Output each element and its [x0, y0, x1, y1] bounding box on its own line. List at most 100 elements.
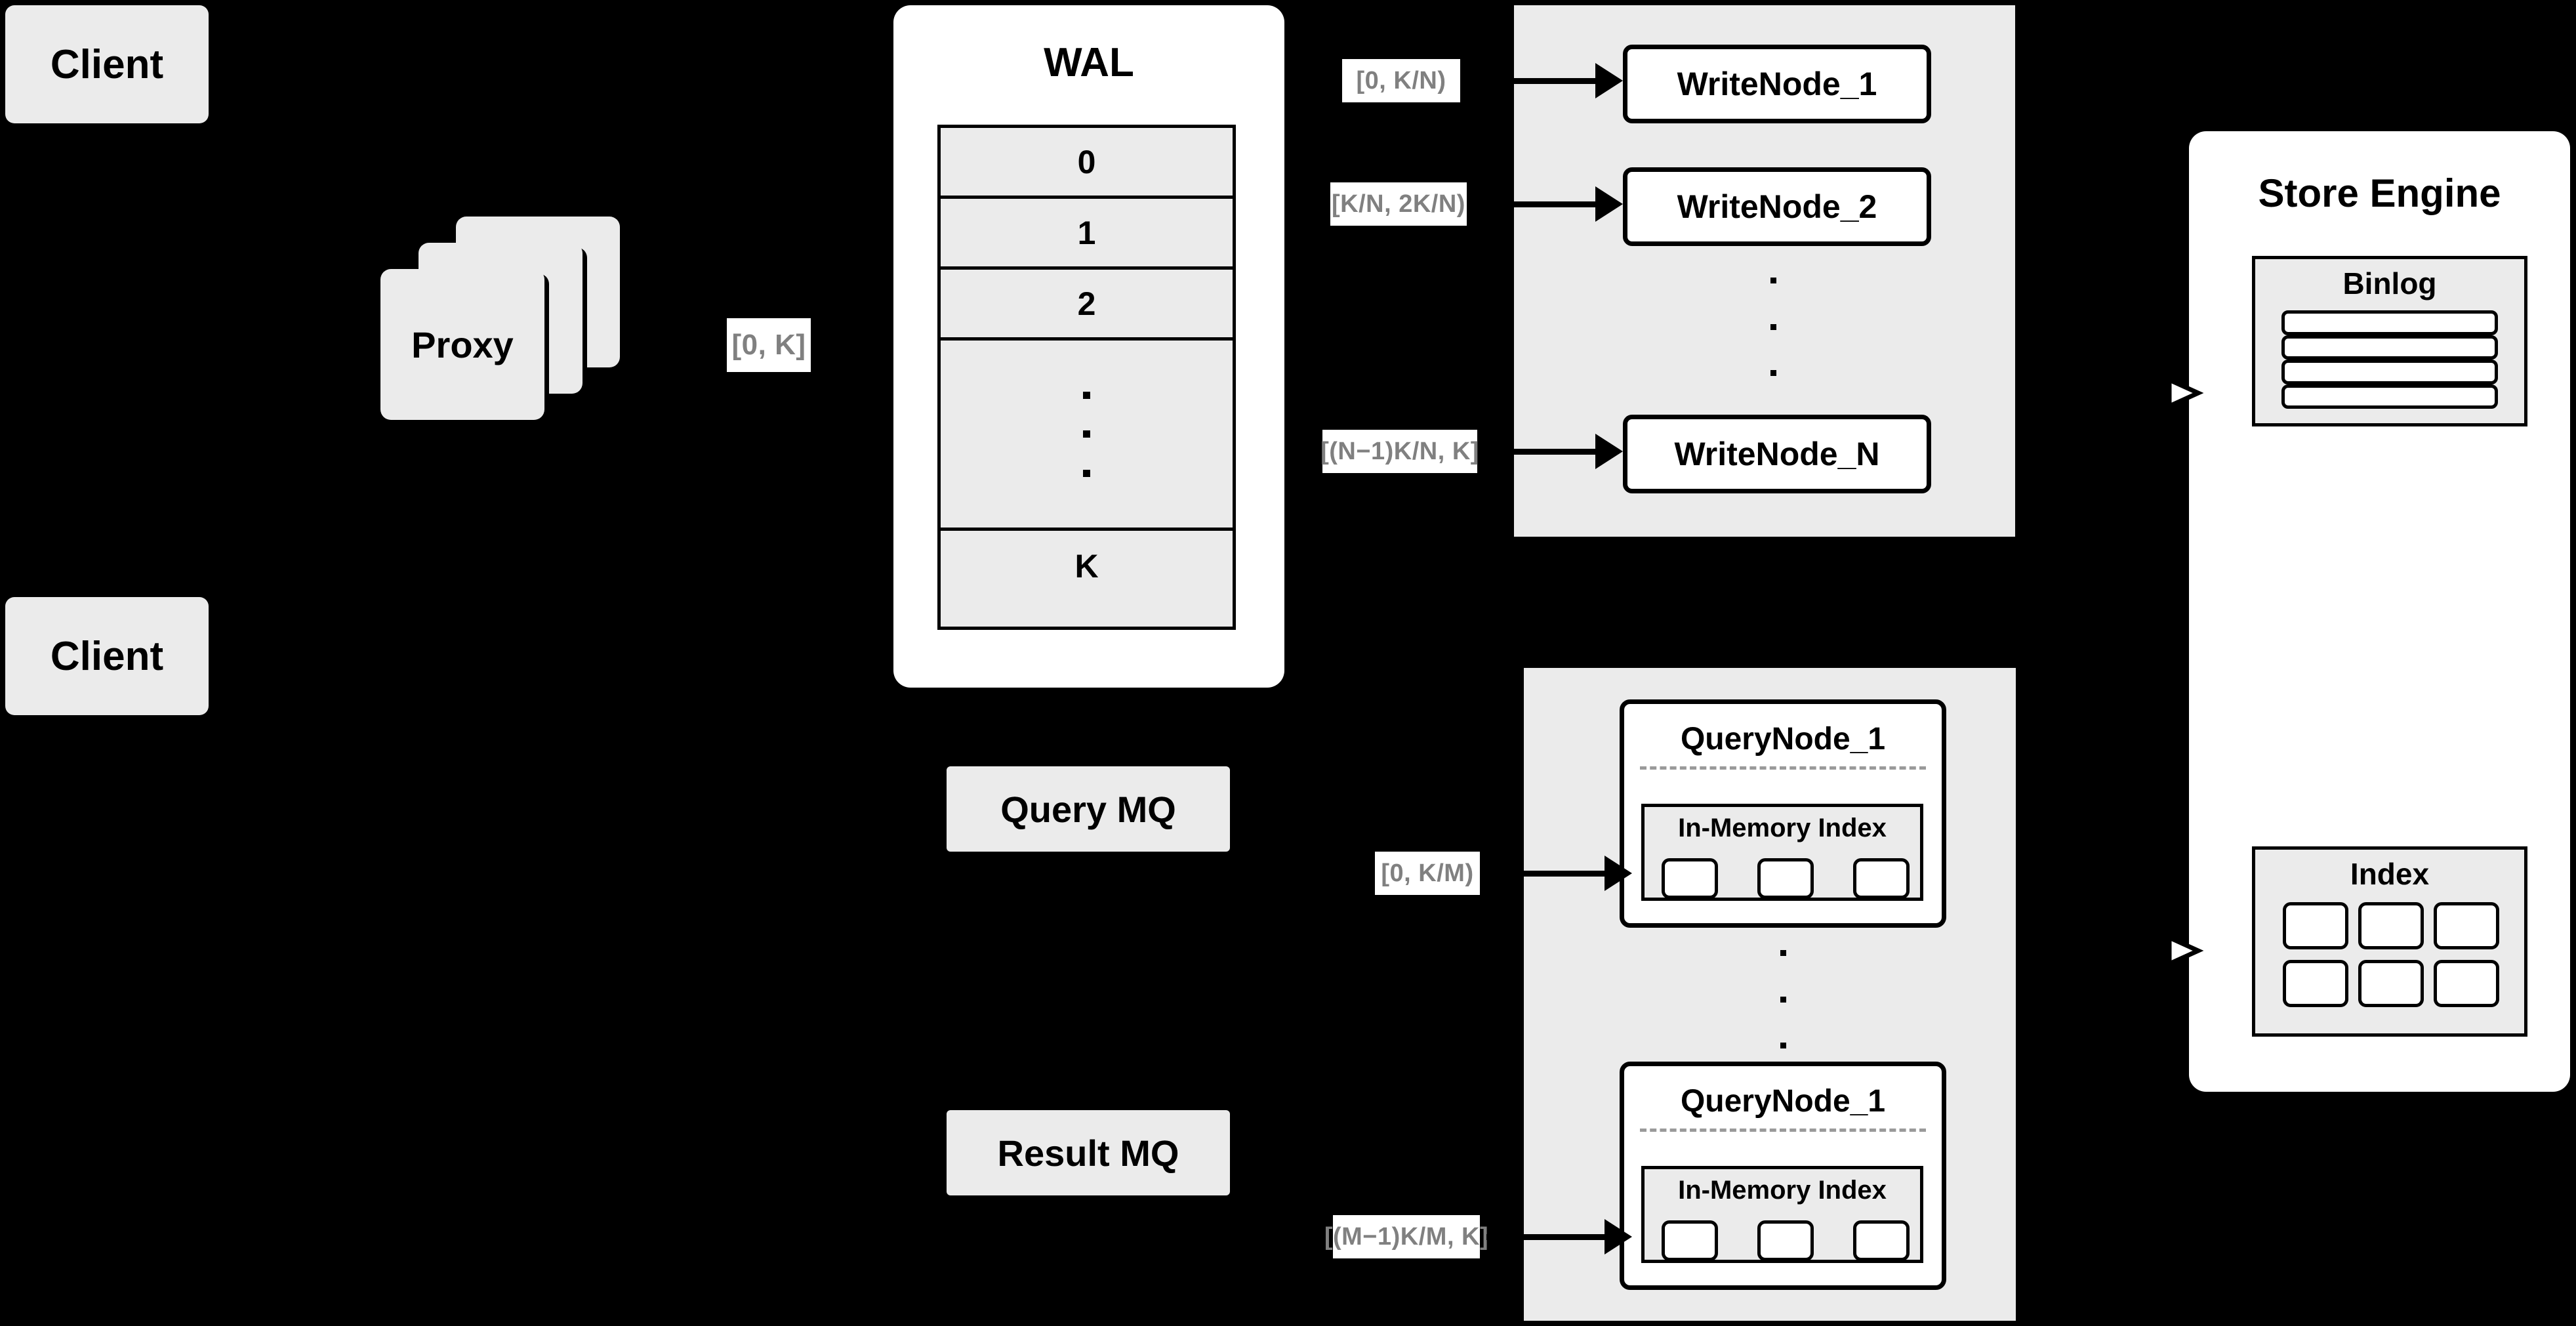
wal-vertical-ellipsis-icon	[1083, 391, 1090, 477]
client-label: Client	[50, 41, 164, 87]
index-cell[interactable]	[2358, 902, 2424, 949]
arrow-to-write-node-n	[1481, 432, 1623, 470]
index-cell-row	[1662, 1220, 1910, 1261]
index-cell[interactable]	[1757, 1220, 1814, 1261]
query-node-vertical-ellipsis-icon	[1620, 950, 1946, 1048]
wal-row[interactable]: 2	[941, 270, 1233, 341]
index-cell[interactable]	[1853, 1220, 1910, 1261]
open-arrow-head-icon	[2135, 934, 2204, 968]
wal-row-label: 2	[1077, 285, 1096, 322]
proxy-range-label: [0, K]	[731, 329, 806, 361]
arrow-head-icon	[1605, 856, 1632, 891]
write-node-2[interactable]: WriteNode_2	[1623, 167, 1931, 246]
index-cell[interactable]	[1853, 858, 1910, 899]
open-arrow-head-icon	[2135, 376, 2204, 410]
wal-row-label: 1	[1077, 214, 1096, 251]
range-label: [0, K/M)	[1381, 859, 1474, 887]
arrow-to-binlog	[2135, 374, 2207, 412]
binlog-segment[interactable]	[2281, 384, 2498, 409]
write-node-label: WriteNode_N	[1674, 436, 1880, 472]
index-cell-row	[2283, 960, 2499, 1007]
query-mq-box[interactable]: Query MQ	[947, 766, 1230, 852]
write-node-1[interactable]: WriteNode_1	[1623, 45, 1931, 123]
index-cell[interactable]	[2283, 960, 2348, 1007]
binlog-segment[interactable]	[2281, 335, 2498, 360]
binlog-segment[interactable]	[2281, 310, 2498, 335]
store-engine-title: Store Engine	[2258, 171, 2501, 215]
proxy-stack[interactable]: Proxy	[380, 217, 682, 433]
index-cell-row	[2283, 902, 2499, 949]
arrow-to-write-node-1	[1467, 62, 1623, 100]
write-node-vertical-ellipsis-icon	[1619, 278, 1927, 376]
arrow-head-icon	[1595, 186, 1623, 222]
arrow-shaft	[1473, 201, 1595, 207]
query-node-divider	[1640, 1129, 1926, 1132]
arrow-head-icon	[1595, 63, 1623, 98]
query-node-2[interactable]: QueryNode_1 In-Memory Index	[1620, 1062, 1946, 1290]
arrow-to-write-node-2	[1473, 185, 1623, 223]
binlog-box: Binlog	[2252, 256, 2527, 426]
wal-panel: WAL 0 1 2 K	[893, 5, 1284, 688]
query-node-2-range-chip: [(M−1)K/M, K]	[1324, 1215, 1488, 1258]
range-label: [(N−1)K/N, K]	[1320, 437, 1479, 465]
wal-row-label: K	[1074, 548, 1099, 585]
arrow-head-icon	[1605, 1219, 1632, 1254]
in-memory-index-label: In-Memory Index	[1678, 814, 1887, 842]
index-box: Index	[2252, 846, 2527, 1037]
binlog-segment[interactable]	[2281, 360, 2498, 384]
arrow-to-query-node-1	[1486, 854, 1632, 892]
index-cell[interactable]	[1662, 858, 1718, 899]
range-label: [0, K/N)	[1356, 66, 1446, 94]
wal-row-list: 0 1 2 K	[937, 125, 1236, 630]
arrow-shaft	[1486, 1233, 1605, 1240]
query-node-1-range-chip: [0, K/M)	[1375, 852, 1480, 895]
binlog-title: Binlog	[2342, 266, 2437, 300]
proxy-card-front[interactable]: Proxy	[380, 269, 544, 420]
query-node-1[interactable]: QueryNode_1 In-Memory Index	[1620, 699, 1946, 928]
in-memory-index-label: In-Memory Index	[1678, 1176, 1887, 1205]
client-box-1[interactable]: Client	[5, 5, 209, 123]
binlog-segment-list	[2281, 310, 2498, 409]
index-cell[interactable]	[1662, 1220, 1718, 1261]
write-node-label: WriteNode_1	[1677, 66, 1877, 102]
wal-row[interactable]: 1	[941, 199, 1233, 270]
index-title: Index	[2350, 857, 2430, 891]
index-cell[interactable]	[2283, 902, 2348, 949]
arrow-shaft	[1467, 77, 1595, 84]
result-mq-label: Result MQ	[997, 1132, 1179, 1174]
write-node-n-range-chip: [(N−1)K/N, K]	[1320, 430, 1479, 473]
wal-row[interactable]: K	[941, 531, 1233, 602]
index-cell[interactable]	[1757, 858, 1814, 899]
wal-row-label: 0	[1077, 143, 1096, 180]
index-cell-grid	[2283, 902, 2499, 1007]
client-label: Client	[50, 633, 164, 679]
index-cell[interactable]	[2358, 960, 2424, 1007]
proxy-range-chip: [0, K]	[727, 318, 811, 372]
wal-row-ellipsis	[941, 341, 1233, 531]
arrow-to-query-node-2	[1486, 1218, 1632, 1256]
client-box-2[interactable]: Client	[5, 597, 209, 715]
write-node-n[interactable]: WriteNode_N	[1623, 415, 1931, 493]
wal-title: WAL	[1044, 40, 1134, 85]
write-node-2-range-chip: [K/N, 2K/N)	[1330, 182, 1467, 226]
index-cell[interactable]	[2434, 902, 2499, 949]
proxy-label: Proxy	[411, 323, 514, 365]
write-node-label: WriteNode_2	[1677, 188, 1877, 225]
arrow-head-icon	[1595, 434, 1623, 469]
index-cell-row	[1662, 858, 1910, 899]
query-node-panel: QueryNode_1 In-Memory Index QueryNode_1 …	[1524, 668, 2016, 1321]
result-mq-box[interactable]: Result MQ	[947, 1110, 1230, 1195]
arrow-to-index	[2135, 932, 2207, 970]
query-node-divider	[1640, 766, 1926, 770]
query-mq-label: Query MQ	[1000, 788, 1176, 830]
range-label: [(M−1)K/M, K]	[1324, 1222, 1489, 1251]
range-label: [K/N, 2K/N)	[1332, 190, 1465, 218]
query-node-label: QueryNode_1	[1680, 722, 1886, 756]
wal-row[interactable]: 0	[941, 128, 1233, 199]
arrow-shaft	[1481, 448, 1595, 455]
arrow-shaft	[1486, 870, 1605, 877]
query-node-label: QueryNode_1	[1680, 1084, 1886, 1119]
in-memory-index-1: In-Memory Index	[1641, 804, 1923, 901]
index-cell[interactable]	[2434, 960, 2499, 1007]
write-node-1-range-chip: [0, K/N)	[1342, 59, 1460, 102]
